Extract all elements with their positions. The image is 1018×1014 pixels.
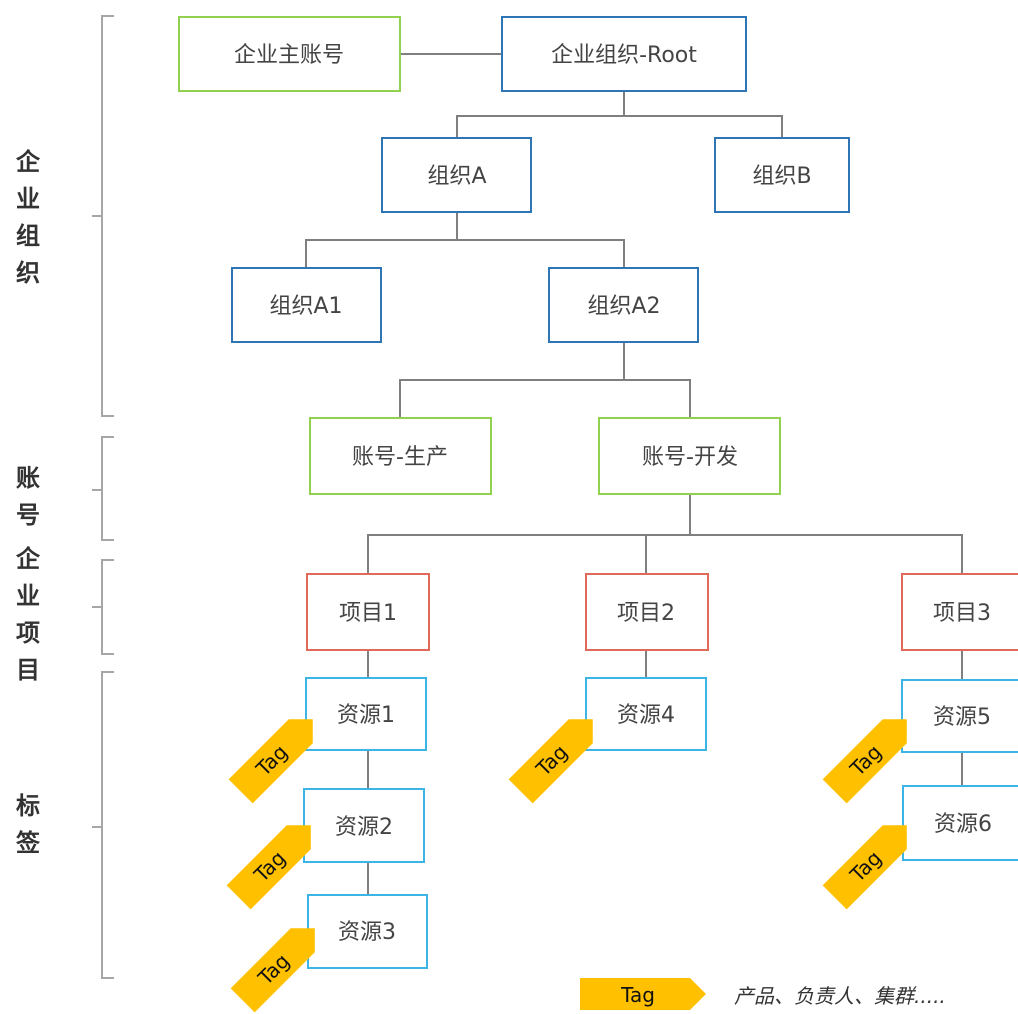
connector [400,342,690,418]
node-org-a1: 组织A1 [232,268,381,342]
node-label: 资源2 [335,815,393,840]
section-label-account: 账 号 [16,464,40,529]
section-label-enterprise-project: 企 业 项 目 [16,545,41,684]
section-label-enterprise-org: 企 业 组 织 [16,148,41,287]
node-org-root: 企业组织-Root [502,17,746,91]
section-char: 企 [16,148,41,176]
node-label: 资源3 [338,920,396,945]
node-account-dev: 账号-开发 [599,418,780,494]
section-char: 业 [16,582,40,610]
section-char: 签 [15,829,41,857]
node-label: 项目3 [933,601,991,626]
node-project-3: 项目3 [902,574,1018,650]
section-char: 标 [16,792,40,820]
node-project-2: 项目2 [586,574,708,650]
section-char: 企 [16,545,41,573]
node-label: 项目1 [339,601,397,626]
node-resource-1: 资源1 [306,678,426,750]
tag-resource-6: Tag [823,813,919,909]
node-resource-4: 资源4 [586,678,706,750]
node-resource-3: 资源3 [308,895,427,968]
connector [457,91,782,138]
bracket-tags [92,672,114,978]
node-label: 账号-开发 [642,445,738,470]
section-label-tags: 标 签 [15,792,41,857]
section-char: 业 [16,185,40,213]
node-org-a: 组织A [382,138,531,212]
node-project-1: 项目1 [307,574,429,650]
bracket-account [92,437,114,540]
node-label: 组织A2 [587,294,660,319]
node-label: 资源6 [934,812,992,837]
node-resource-5: 资源5 [902,680,1018,752]
section-char: 号 [16,501,40,529]
node-account-prod: 账号-生产 [310,418,491,494]
node-label: 资源1 [337,703,395,728]
connector [368,494,962,574]
bracket-enterprise-org [92,16,114,416]
connector [306,212,624,268]
node-label: 项目2 [617,601,675,626]
node-org-a2: 组织A2 [549,268,698,342]
section-char: 账 [16,464,40,492]
legend-description: 产品、负责人、集群..... [734,984,946,1008]
node-master-account: 企业主账号 [179,17,400,91]
node-label: 企业组织-Root [551,43,697,68]
node-label: 账号-生产 [352,445,448,470]
node-resource-2: 资源2 [304,789,424,862]
legend-tag-label: Tag [620,983,655,1007]
section-brackets [92,16,114,978]
node-label: 组织A [427,164,486,189]
node-label: 资源4 [617,703,675,728]
node-label: 企业主账号 [234,43,344,68]
section-char: 织 [16,259,40,287]
node-resource-6: 资源6 [903,786,1018,860]
section-char: 项 [16,619,40,647]
node-label: 组织A1 [269,294,342,319]
bracket-enterprise-project [92,560,114,654]
legend: Tag 产品、负责人、集群..... [580,978,946,1010]
section-char: 组 [16,222,40,250]
node-label: 组织B [752,164,811,189]
tag-resource-4: Tag [509,707,605,803]
node-label: 资源5 [933,705,991,730]
node-org-b: 组织B [715,138,849,212]
section-char: 目 [16,656,40,684]
